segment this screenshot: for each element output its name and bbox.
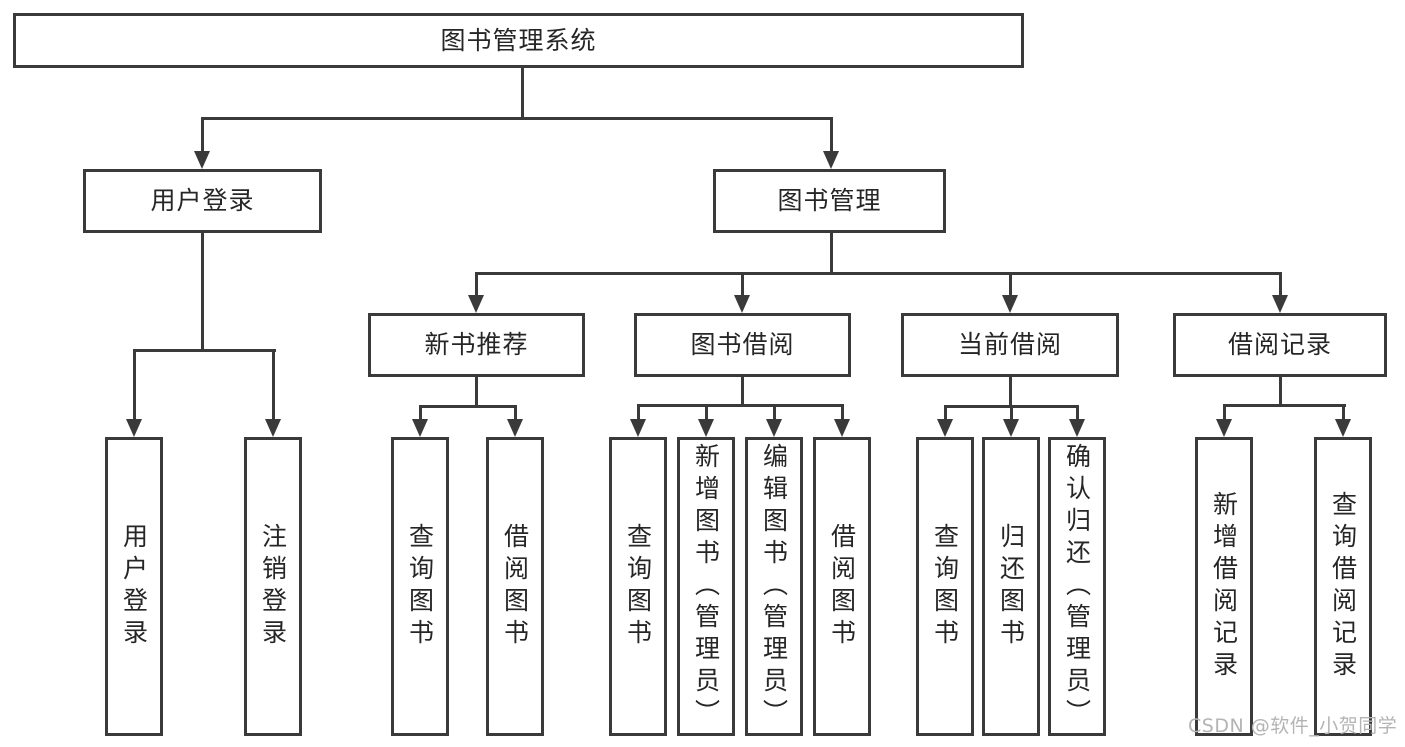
- arrow-down-icon: [1335, 419, 1351, 437]
- arrow-down-icon: [412, 419, 428, 437]
- arrow-down-icon: [1003, 419, 1019, 437]
- arrow-down-icon: [265, 419, 281, 437]
- connector-vline: [773, 404, 776, 420]
- connector-hline: [419, 405, 517, 408]
- connector-hline: [475, 272, 1282, 275]
- node-book-borrow: 图书借阅: [634, 313, 851, 377]
- connector-vline: [475, 376, 478, 407]
- connector-vline: [201, 117, 204, 151]
- leaf-confirm-return-admin: 确认归还（管理员）: [1048, 437, 1106, 736]
- leaf-edit-book-admin: 编辑图书（管理员）: [745, 437, 803, 736]
- connector-vline: [830, 117, 833, 151]
- arrow-down-icon: [1069, 419, 1085, 437]
- connector-vline: [1010, 405, 1013, 420]
- arrow-down-icon: [698, 419, 714, 437]
- connector-vline: [1279, 272, 1282, 296]
- leaf-query-books-borrow: 查询图书: [609, 437, 667, 736]
- arrow-down-icon: [630, 419, 646, 437]
- connector-vline: [475, 272, 478, 296]
- connector-vline: [741, 376, 744, 406]
- node-borrow-records: 借阅记录: [1173, 313, 1387, 377]
- arrow-down-icon: [126, 419, 142, 437]
- leaf-borrow-books-borrow: 借阅图书: [813, 437, 871, 736]
- arrow-down-icon: [507, 419, 523, 437]
- node-current-borrow: 当前借阅: [901, 313, 1119, 377]
- connector-vline: [741, 272, 744, 296]
- connector-vline: [1009, 272, 1012, 296]
- leaf-query-books-current: 查询图书: [916, 437, 974, 736]
- connector-hline: [637, 404, 844, 407]
- node-user-login: 用户登录: [83, 169, 322, 233]
- arrow-down-icon: [1002, 295, 1018, 313]
- connector-vline: [1076, 405, 1079, 420]
- node-book-management: 图书管理: [713, 169, 946, 233]
- connector-vline: [1009, 376, 1012, 407]
- arrow-down-icon: [1216, 419, 1232, 437]
- leaf-user-login: 用户登录: [105, 437, 163, 736]
- arrow-down-icon: [468, 295, 484, 313]
- connector-vline: [201, 232, 204, 350]
- node-new-book-recommend: 新书推荐: [368, 313, 585, 377]
- connector-vline: [944, 405, 947, 420]
- connector-vline: [133, 349, 136, 420]
- arrow-down-icon: [834, 419, 850, 437]
- connector-hline: [201, 117, 833, 120]
- connector-vline: [1223, 404, 1226, 420]
- arrow-down-icon: [823, 151, 839, 169]
- arrow-down-icon: [766, 419, 782, 437]
- leaf-return-book: 归还图书: [982, 437, 1040, 736]
- leaf-query-books-recommend: 查询图书: [391, 437, 449, 736]
- connector-vline: [419, 405, 422, 420]
- connector-vline: [1279, 376, 1282, 406]
- connector-vline: [1342, 404, 1345, 420]
- connector-vline: [521, 68, 524, 118]
- connector-hline: [133, 349, 276, 352]
- leaf-add-book-admin: 新增图书（管理员）: [677, 437, 735, 736]
- connector-vline: [514, 405, 517, 420]
- leaf-borrow-books-recommend: 借阅图书: [486, 437, 544, 736]
- leaf-add-borrow-record: 新增借阅记录: [1195, 437, 1253, 736]
- connector-vline: [272, 349, 275, 420]
- connector-hline: [1223, 404, 1346, 407]
- leaf-query-borrow-record: 查询借阅记录: [1314, 437, 1372, 736]
- node-library-system: 图书管理系统: [13, 13, 1024, 68]
- arrow-down-icon: [194, 151, 210, 169]
- arrow-down-icon: [734, 295, 750, 313]
- arrow-down-icon: [937, 419, 953, 437]
- connector-vline: [841, 404, 844, 420]
- arrow-down-icon: [1272, 295, 1288, 313]
- leaf-logout: 注销登录: [244, 437, 302, 736]
- connector-vline: [830, 232, 833, 274]
- connector-vline: [637, 404, 640, 420]
- csdn-watermark: CSDN @软件_小贺同学: [1188, 715, 1398, 737]
- connector-vline: [705, 404, 708, 420]
